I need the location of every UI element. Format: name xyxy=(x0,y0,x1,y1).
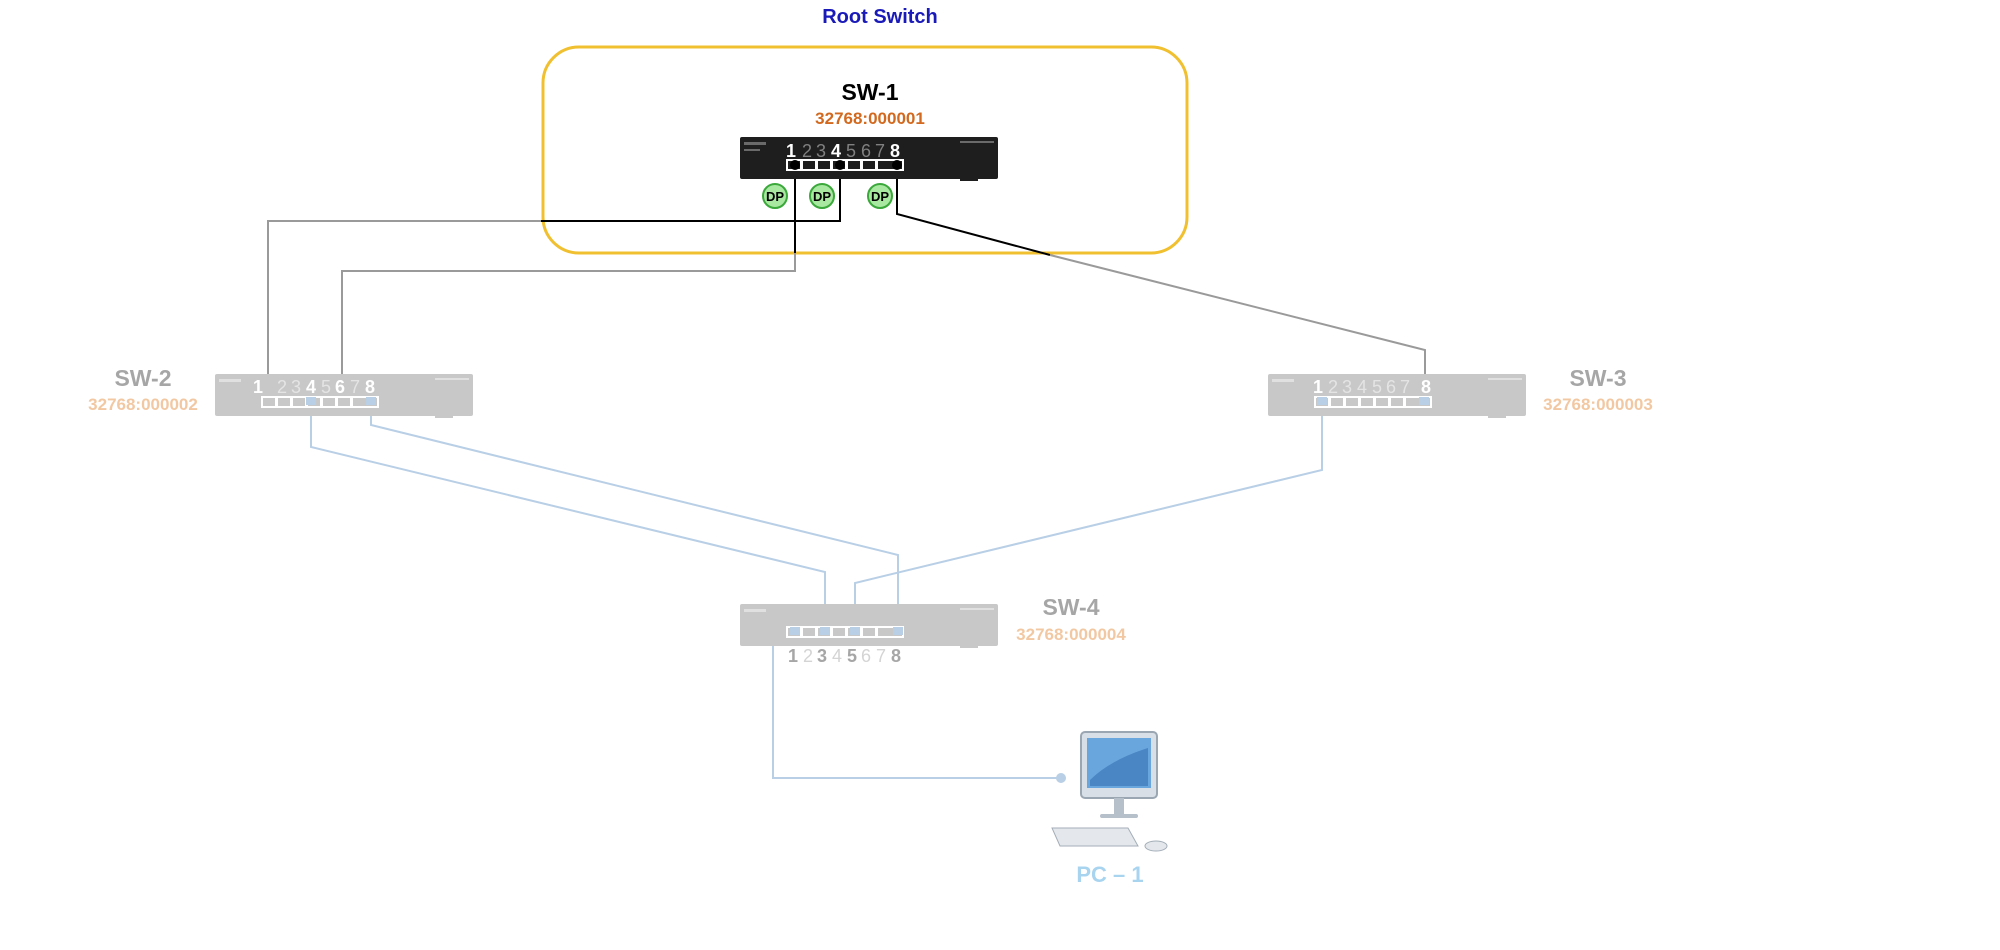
switch-sw1-port-8-active-dot xyxy=(892,160,902,170)
link-sw1-p4-sw2-p1-root-segment xyxy=(541,165,841,222)
switch-sw3-port-5: 5 xyxy=(1372,377,1382,397)
switch-sw3-port-1-link-light xyxy=(1317,397,1327,405)
switch-sw4-foot xyxy=(960,645,978,648)
link-sw1-p4-sw2-p1 xyxy=(267,220,541,400)
switch-sw4-logo xyxy=(744,609,766,612)
link-sw2-p4-sw4-p3 xyxy=(310,400,826,633)
switch-sw1-port-7: 7 xyxy=(875,141,885,161)
switch-sw2-port-4: 4 xyxy=(306,377,316,397)
switch-sw1-port-6: 6 xyxy=(861,141,871,161)
switch-sw2: SW-2 32768:000002 1 2 3 4 5 6 7 8 xyxy=(88,365,473,418)
switch-sw1-id: 32768:000001 xyxy=(815,109,925,128)
switch-sw3-port-6: 6 xyxy=(1386,377,1396,397)
switch-sw2-badge xyxy=(435,378,469,380)
switch-sw4-port-8-link-light xyxy=(893,627,903,635)
pc1-label: PC – 1 xyxy=(1076,862,1143,887)
switch-sw4-port-sockets xyxy=(788,628,902,636)
switch-sw2-port-7: 7 xyxy=(350,377,360,397)
root-switch-highlight-box xyxy=(541,45,1189,255)
switch-sw1-port-1-active-dot xyxy=(790,160,800,170)
switch-sw4-port-1-link-light xyxy=(790,627,800,635)
switch-sw3-port-3: 3 xyxy=(1342,377,1352,397)
switch-sw2-port-1: 1 xyxy=(253,377,263,397)
switch-sw2-port-2: 2 xyxy=(277,377,287,397)
computer-icon xyxy=(1051,731,1168,852)
switch-sw2-name: SW-2 xyxy=(114,365,171,391)
switch-sw4-id: 32768:000004 xyxy=(1016,625,1126,644)
switch-sw2-port-8-link-light xyxy=(366,397,376,405)
switch-sw4-port-8: 8 xyxy=(891,646,901,666)
switch-sw2-logo xyxy=(219,379,241,382)
switch-sw4-port-3: 3 xyxy=(817,646,827,666)
dp-badge-port-1: DP xyxy=(762,183,788,209)
switch-sw3-port-sockets xyxy=(1316,398,1430,406)
pc1-link-endpoint xyxy=(1056,773,1066,783)
switch-sw4-port-5: 5 xyxy=(847,646,857,666)
dp-badge-port-4-label: DP xyxy=(813,189,831,204)
switch-sw2-port-sockets xyxy=(263,398,377,406)
switch-sw3-port-2: 2 xyxy=(1328,377,1338,397)
switch-sw2-port-8: 8 xyxy=(365,377,375,397)
switch-sw3: SW-3 32768:000003 1 2 3 4 5 6 7 8 xyxy=(1268,365,1653,418)
switch-sw4-port-2: 2 xyxy=(803,646,813,666)
switch-sw2-port-4-link-light xyxy=(306,397,316,405)
switch-sw1-port-1: 1 xyxy=(786,141,796,161)
switch-sw3-port-8: 8 xyxy=(1421,377,1431,397)
dp-badge-port-8-label: DP xyxy=(871,189,889,204)
switch-sw4-port-7: 7 xyxy=(876,646,886,666)
switch-sw1-model-mark xyxy=(744,149,760,151)
dp-badge-port-1-label: DP xyxy=(766,189,784,204)
root-switch-label: Root Switch xyxy=(822,6,938,28)
links xyxy=(267,165,1426,783)
switch-sw3-port-7: 7 xyxy=(1400,377,1410,397)
link-sw1-p8-sw3-p8-root-segment xyxy=(896,165,1051,256)
switch-sw3-id: 32768:000003 xyxy=(1543,395,1653,414)
link-sw1-p1-sw2-p6 xyxy=(341,253,796,400)
switch-sw3-chassis xyxy=(1268,374,1526,416)
switch-sw3-port-8-link-light xyxy=(1419,397,1429,405)
switch-sw4-port-5-link-light xyxy=(850,627,860,635)
switch-sw3-logo xyxy=(1272,379,1294,382)
switch-sw2-foot xyxy=(435,415,453,418)
switch-sw1-name: SW-1 xyxy=(841,79,898,105)
switch-sw1-port-4: 4 xyxy=(831,141,841,161)
switch-sw1-port-3: 3 xyxy=(816,141,826,161)
link-sw2-p8-sw4-p8 xyxy=(370,400,899,633)
switch-sw4-name: SW-4 xyxy=(1042,594,1099,620)
dp-badge-port-4: DP xyxy=(809,183,835,209)
switch-sw1: SW-1 32768:000001 1 2 3 4 5 6 7 8 DP xyxy=(740,79,998,209)
switch-sw1-port-2: 2 xyxy=(802,141,812,161)
dp-badge-port-8: DP xyxy=(867,183,893,209)
switch-sw2-port-3: 3 xyxy=(291,377,301,397)
switch-sw1-port-4-active-dot xyxy=(835,160,845,170)
switch-sw3-badge xyxy=(1488,378,1522,380)
pc1: PC – 1 xyxy=(1051,731,1168,887)
switch-sw1-port-8: 8 xyxy=(890,141,900,161)
switch-sw3-port-1: 1 xyxy=(1313,377,1323,397)
switch-sw2-id: 32768:000002 xyxy=(88,395,198,414)
switch-sw4-port-4: 4 xyxy=(832,646,842,666)
switch-sw1-port-5: 5 xyxy=(846,141,856,161)
switch-sw4-badge xyxy=(960,608,994,610)
switch-sw4-port-1: 1 xyxy=(788,646,798,666)
switch-sw4-port-6: 6 xyxy=(861,646,871,666)
switch-sw4-port-3-link-light xyxy=(820,627,830,635)
switch-sw1-badge xyxy=(960,141,994,143)
switch-sw3-name: SW-3 xyxy=(1569,365,1626,391)
switch-sw3-port-4: 4 xyxy=(1357,377,1367,397)
switch-sw2-port-5: 5 xyxy=(321,377,331,397)
switch-sw2-port-6: 6 xyxy=(335,377,345,397)
switch-sw1-foot xyxy=(960,178,978,181)
switch-sw4-chassis xyxy=(740,604,998,646)
switch-sw1-logo xyxy=(744,142,766,145)
switch-sw3-foot xyxy=(1488,415,1506,418)
switch-sw4: SW-4 32768:000004 1 2 3 4 5 6 7 8 xyxy=(740,594,1126,666)
